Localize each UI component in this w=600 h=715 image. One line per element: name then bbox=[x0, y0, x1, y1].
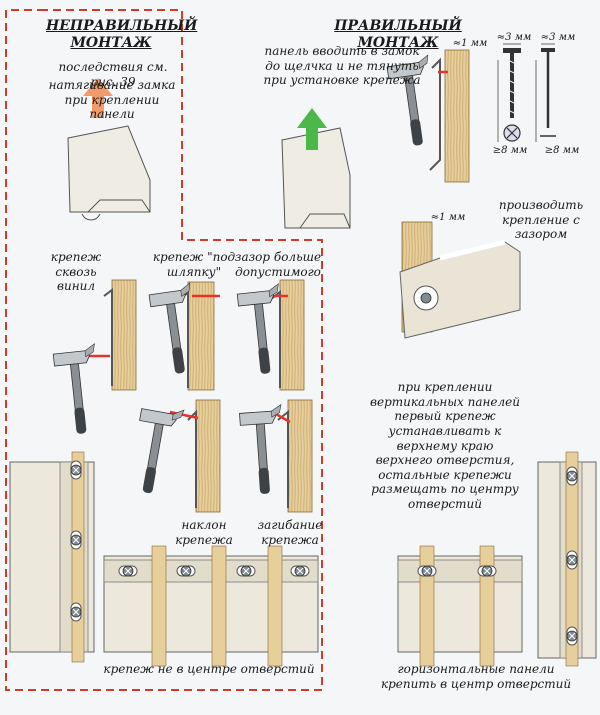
nail-head-dim: ≈3 мм bbox=[540, 32, 576, 43]
off-center-label: крепеж не в центре отверстий bbox=[103, 662, 315, 676]
horizontal-center-label: горизонтальные панели крепить в центр от… bbox=[380, 662, 572, 691]
correct-board-top bbox=[429, 49, 470, 183]
wrong-board-5 bbox=[261, 399, 313, 513]
with-gap-label: производить крепление с зазором bbox=[498, 198, 584, 242]
correct-insert-panel bbox=[281, 127, 351, 229]
dimension-lines bbox=[497, 43, 555, 142]
wrong-heading: НЕПРАВИЛЬНЫЙ МОНТАЖ bbox=[46, 18, 198, 52]
screw-length-dim: ≥8 мм bbox=[492, 145, 528, 156]
wrong-board-3 bbox=[258, 279, 305, 391]
wrong-vertical-panel bbox=[9, 451, 95, 663]
through-vinyl-label: крепеж сквозь винил bbox=[50, 250, 102, 294]
tilt-label: наклон крепежа bbox=[175, 518, 233, 547]
gap-1mm-top: ≈1 мм bbox=[452, 38, 488, 49]
correct-gap-board bbox=[399, 221, 521, 339]
hammer-icon bbox=[126, 402, 185, 498]
gap-1mm-board: ≈1 мм bbox=[430, 212, 466, 223]
gap-too-big-label: зазор больше допустимого bbox=[234, 250, 322, 279]
correct-arrow-icon bbox=[297, 108, 327, 150]
screw-head-dim: ≈3 мм bbox=[496, 32, 532, 43]
see-figure-note: последствия см. рис. 39 bbox=[58, 60, 168, 89]
insert-label: панель вводить в замок до щелчка и не тя… bbox=[263, 44, 421, 88]
wrong-horizontal-panel bbox=[103, 545, 319, 667]
wrong-board-4 bbox=[169, 399, 221, 513]
hammer-icon bbox=[52, 343, 105, 437]
correct-heading: ПРАВИЛЬНЫЙ МОНТАЖ bbox=[334, 18, 462, 52]
wrong-board-1 bbox=[86, 279, 137, 391]
screw-icon bbox=[503, 48, 521, 142]
wrong-tension-panel bbox=[67, 125, 151, 221]
correct-horizontal-panel bbox=[397, 545, 523, 667]
tension-label: натягивание замка при креплении панели bbox=[48, 78, 176, 122]
nail-icon bbox=[540, 48, 556, 137]
bend-label: загибание крепежа bbox=[257, 518, 323, 547]
wrong-board-2 bbox=[179, 281, 220, 391]
nail-length-dim: ≥8 мм bbox=[544, 145, 580, 156]
vertical-panels-note: при креплении вертикальных панелей первы… bbox=[370, 380, 520, 511]
correct-vertical-panel bbox=[537, 451, 597, 667]
wrong-arrow-icon bbox=[83, 78, 113, 118]
under-hat-label: крепеж "под шляпку" bbox=[152, 250, 236, 279]
